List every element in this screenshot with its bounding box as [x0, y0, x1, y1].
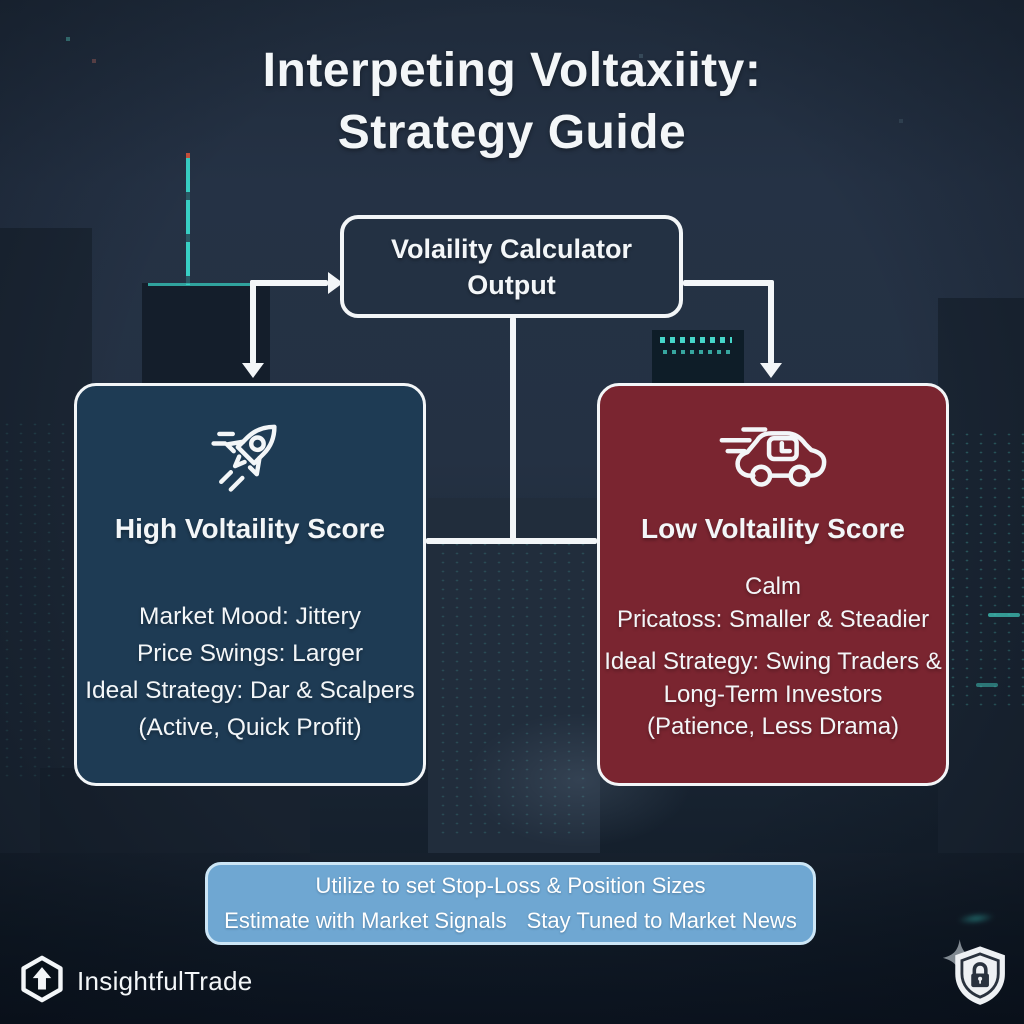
brand-logo: InsightfulTrade — [20, 955, 253, 1008]
detail-line: Calm — [744, 573, 801, 600]
neon-window-lights — [660, 337, 732, 359]
page-title-line1: Interpeting Voltaxiity: — [262, 44, 762, 97]
rocket-icon — [77, 410, 423, 500]
calculator-output-box: Volaility Calculator Output — [340, 215, 683, 318]
note-line-2-right: Stay Tuned to Market News — [526, 908, 797, 933]
page-title-line2: Strategy Guide — [337, 106, 687, 159]
building-silhouette-center — [428, 498, 600, 860]
detail-line: Long-Term Investors — [663, 680, 883, 708]
sky-light-dots — [0, 0, 2, 2]
note-line-2: Estimate with Market Signals Stay Tuned … — [224, 906, 797, 936]
window-lights — [946, 430, 1024, 710]
shield-lock-icon — [934, 934, 1012, 1017]
high-volatility-title: High Voltaility Score — [114, 513, 386, 544]
detail-line: (Patience, Less Drama) — [646, 713, 900, 740]
low-volatility-title: Low Voltaility Score — [641, 513, 905, 544]
roof-light-line — [148, 283, 260, 286]
arrowhead-into-calculator — [328, 272, 343, 294]
building-silhouette-right — [938, 298, 1024, 868]
high-volatility-details: Market Mood: Jittery Price Swings: Large… — [77, 598, 423, 746]
building-silhouette-sign — [652, 330, 744, 385]
connector-center-vertical — [510, 317, 516, 543]
usage-note-box: Utilize to set Stop-Loss & Position Size… — [205, 862, 816, 945]
antenna-warning-light — [186, 153, 190, 158]
connector-right-horizontal — [683, 280, 771, 286]
arrowhead-into-high-box — [242, 363, 264, 378]
low-volatility-details: Calm Pricatoss: Smaller & Steadier Ideal… — [600, 571, 946, 744]
window-light-strip — [976, 683, 998, 687]
calculator-output-label: Volaility Calculator Output — [390, 233, 633, 300]
detail-line: Ideal Strategy: Dar & Scalpers — [85, 677, 415, 704]
high-volatility-box: High Voltaility Score Market Mood: Jitte… — [74, 383, 426, 786]
detail-line: Pricatoss: Smaller & Steadier — [616, 605, 930, 633]
antenna-spire — [186, 158, 190, 285]
window-lights — [436, 540, 592, 840]
detail-line: Price Swings: Larger — [136, 640, 364, 667]
brand-name: InsightfulTrade — [77, 966, 253, 996]
connector-left-vertical — [250, 280, 256, 364]
window-light-strip — [988, 613, 1020, 617]
low-volatility-box: Low Voltaility Score Calm Pricatoss: Sma… — [597, 383, 949, 786]
arrowhead-into-low-box — [760, 363, 782, 378]
connector-left-horizontal — [250, 280, 328, 286]
detail-line: (Active, Quick Profit) — [138, 714, 362, 741]
connector-right-vertical — [768, 280, 774, 364]
detail-line: Market Mood: Jittery — [139, 603, 361, 630]
detail-line: Ideal Strategy: Swing Traders & — [604, 648, 942, 675]
note-line-2-left: Estimate with Market Signals — [224, 908, 507, 933]
page-title: Interpeting Voltaxiity: Strategy Guide — [0, 40, 1024, 164]
hexagon-up-arrow-icon — [20, 955, 64, 1008]
connector-center-horizontal — [426, 538, 597, 544]
fast-car-icon — [600, 418, 946, 494]
note-line-1: Utilize to set Stop-Loss & Position Size… — [315, 873, 706, 898]
